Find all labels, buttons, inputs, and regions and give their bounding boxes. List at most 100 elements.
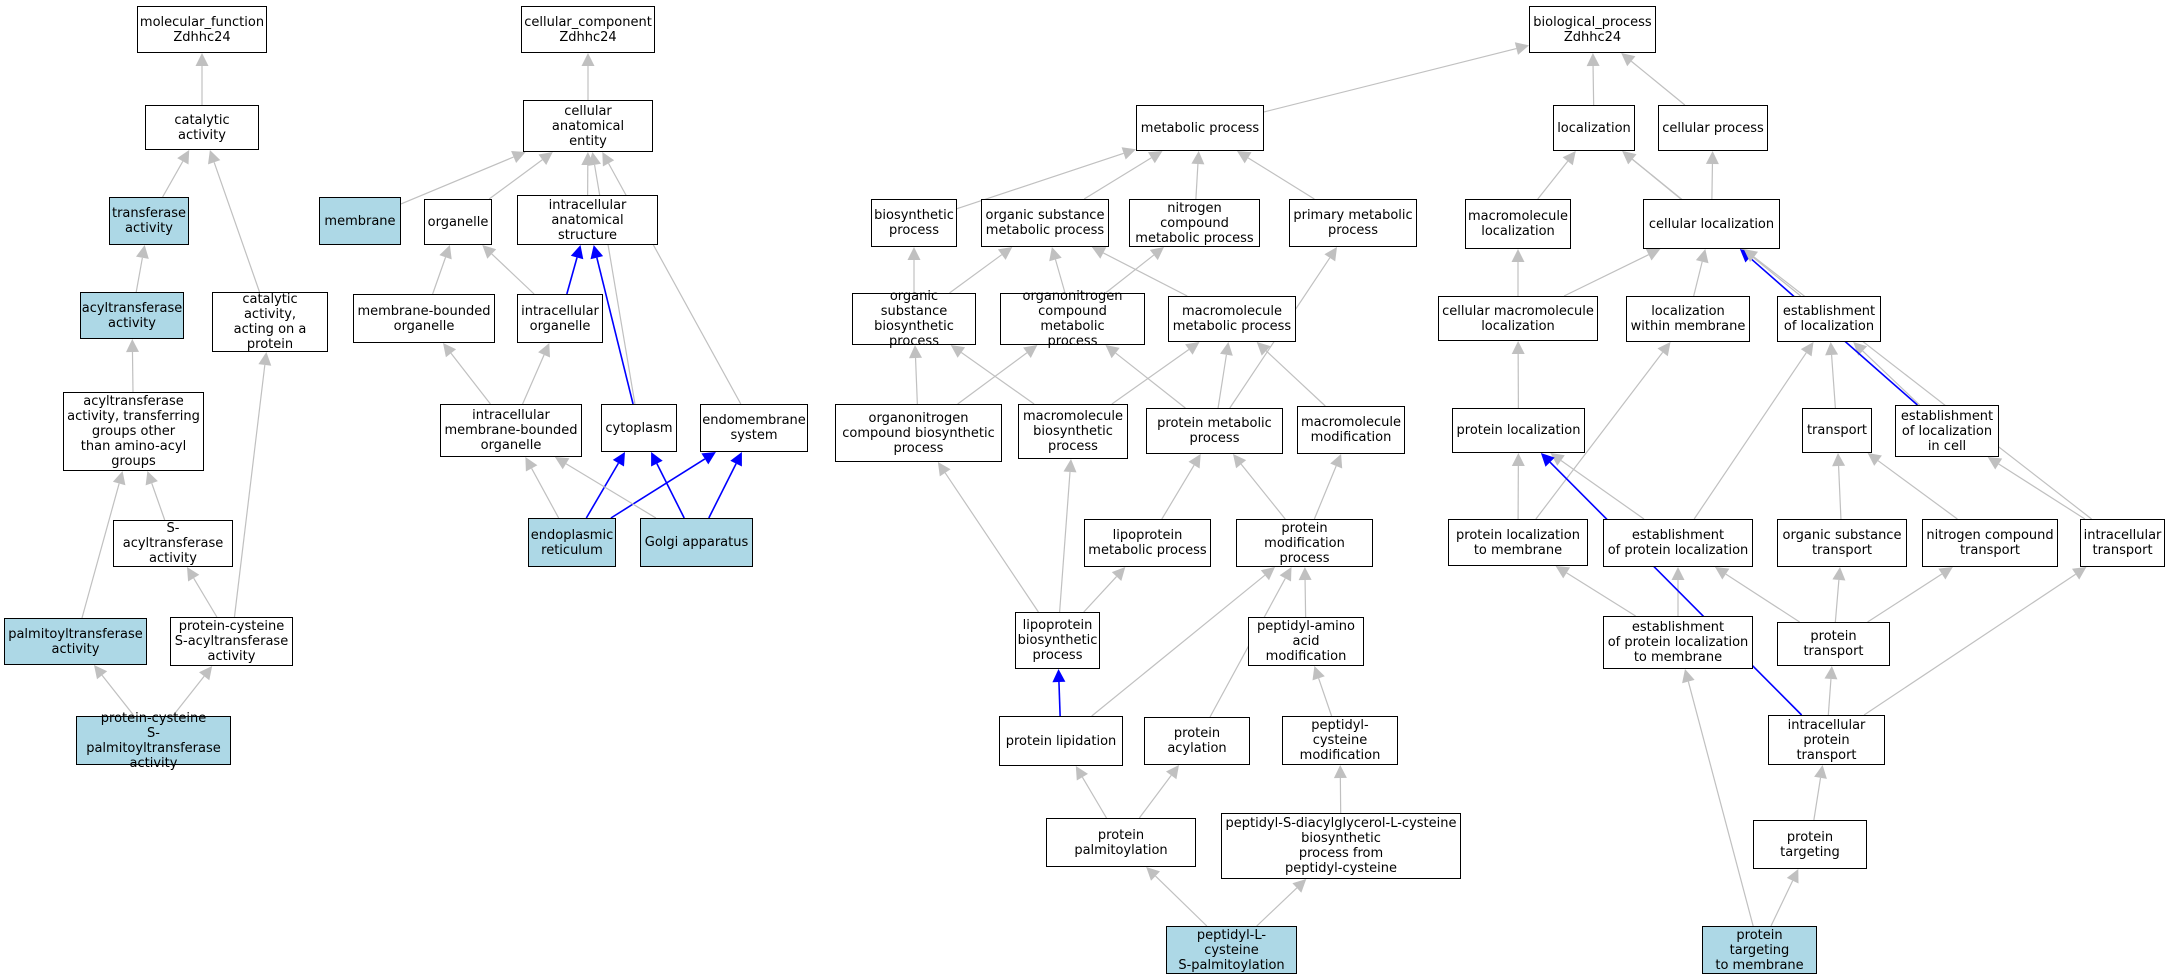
edge-pt-to-eopl <box>1725 573 1800 623</box>
node-organonitrogen-compound-biosynthetic-process[interactable]: organonitrogen compound biosynthetic pro… <box>835 404 1002 462</box>
node-localization[interactable]: localization <box>1553 105 1635 151</box>
node-intracellular-membrane-bounded-organelle[interactable]: intracellular membrane-bounded organelle <box>440 404 582 457</box>
node-acyltransferase-non-amino-acyl[interactable]: acyltransferase activity, transferring g… <box>63 392 204 471</box>
edge-pc_s_palm-to-pc_s_acyl <box>172 675 205 717</box>
arrowhead-imbo-to-mbo <box>443 343 457 358</box>
node-establishment-of-protein-localization[interactable]: establishment of protein localization <box>1603 519 1753 567</box>
node-membrane-bounded-organelle[interactable]: membrane-bounded organelle <box>353 294 495 343</box>
edge-lbp-to-ocbp <box>944 472 1039 613</box>
edge-pc_s_acyl-to-s_acyl <box>193 577 218 618</box>
node-protein-transport[interactable]: protein transport <box>1777 622 1890 666</box>
edge-plip-to-lbp <box>1058 681 1061 717</box>
node-cytoplasm[interactable]: cytoplasm <box>601 404 677 452</box>
node-cellular-anatomical-entity[interactable]: cellular anatomical entity <box>523 100 653 152</box>
arrowhead-eopl-to-ploc <box>1550 453 1565 466</box>
edge-lbp-to-lmp <box>1083 576 1117 613</box>
node-macromolecule-biosynthetic-process[interactable]: macromolecule biosynthetic process <box>1018 404 1128 459</box>
arrowhead-io-to-organelle <box>482 245 497 259</box>
node-protein-cysteine-s-palmitoyltransferase[interactable]: protein-cysteine S-palmitoyltransferase … <box>76 711 231 771</box>
arrowhead-cellular_process-to-bp <box>1621 53 1636 67</box>
node-molecular-function[interactable]: molecular_function Zdhhc24 <box>137 6 267 53</box>
node-protein-modification-process[interactable]: protein modification process <box>1236 519 1373 567</box>
node-organic-substance-biosynthetic-process[interactable]: organic substance biosynthetic process <box>852 289 976 349</box>
arrowhead-golgi-to-imbo <box>554 457 570 470</box>
node-protein-cysteine-s-acyltransferase[interactable]: protein-cysteine S-acyltransferase activ… <box>170 617 293 666</box>
node-lipoprotein-biosynthetic-process[interactable]: lipoprotein biosynthetic process <box>1015 612 1100 669</box>
node-organic-substance-metabolic-process[interactable]: organic substance metabolic process <box>981 199 1109 247</box>
edge-ipt-to-pt <box>1827 678 1832 716</box>
edge-mbp-to-osbp <box>961 352 1035 405</box>
node-primary-metabolic-process[interactable]: primary metabolic process <box>1289 199 1417 247</box>
node-metabolic-process[interactable]: metabolic process <box>1136 105 1264 151</box>
arrowhead-organelle-to-cae <box>538 152 553 165</box>
node-s-acyltransferase-activity[interactable]: S-acyltransferase activity <box>113 520 233 567</box>
node-intracellular-protein-transport[interactable]: intracellular protein transport <box>1768 715 1885 765</box>
node-protein-lipidation[interactable]: protein lipidation <box>999 716 1123 766</box>
node-localization-within-membrane[interactable]: localization within membrane <box>1626 296 1750 342</box>
node-intracellular-organelle[interactable]: intracellular organelle <box>517 294 603 343</box>
node-establishment-of-localization-in-cell[interactable]: establishment of localization in cell <box>1895 405 1999 457</box>
node-macromolecule-localization[interactable]: macromolecule localization <box>1465 199 1571 249</box>
node-cellular-macromolecule-localization[interactable]: cellular macromolecule localization <box>1438 296 1598 341</box>
node-organonitrogen-compound-metabolic-process[interactable]: organonitrogen compound metabolic proces… <box>1000 289 1145 349</box>
node-peptidyl-l-cysteine-s-palmitoylation[interactable]: peptidyl-L-cysteine S-palmitoylation <box>1166 926 1297 974</box>
node-intracellular-transport[interactable]: intracellular transport <box>2080 519 2165 567</box>
node-transport[interactable]: transport <box>1802 408 1872 453</box>
arrowhead-pltm-to-ploc <box>1511 453 1525 466</box>
edge-ncmp-to-metabolic <box>1195 163 1199 200</box>
node-protein-localization[interactable]: protein localization <box>1452 408 1585 453</box>
node-peptidyl-amino-acid-modification[interactable]: peptidyl-amino acid modification <box>1248 617 1364 666</box>
arrowhead-pt-to-eopl <box>1715 567 1730 580</box>
node-protein-localization-to-membrane[interactable]: protein localization to membrane <box>1448 519 1588 566</box>
node-protein-palmitoylation[interactable]: protein palmitoylation <box>1046 818 1196 867</box>
node-organelle[interactable]: organelle <box>424 199 492 245</box>
node-biosynthetic-process[interactable]: biosynthetic process <box>871 199 957 247</box>
node-membrane[interactable]: membrane <box>319 197 401 245</box>
node-endomembrane-system[interactable]: endomembrane system <box>700 404 808 452</box>
node-macromolecule-metabolic-process[interactable]: macromolecule metabolic process <box>1168 296 1296 342</box>
node-endoplasmic-reticulum[interactable]: endoplasmic reticulum <box>528 518 616 567</box>
node-transferase-activity[interactable]: transferase activity <box>109 197 189 245</box>
node-cellular-component[interactable]: cellular_component Zdhhc24 <box>521 6 655 53</box>
node-cellular-process[interactable]: cellular process <box>1658 105 1768 151</box>
arrowhead-endomembrane-to-cae <box>602 152 615 167</box>
node-catalytic-activity[interactable]: catalytic activity <box>145 105 259 150</box>
node-nitrogen-compound-metabolic-process[interactable]: nitrogen compound metabolic process <box>1129 199 1260 247</box>
arrowhead-metabolic-to-bp <box>1514 42 1529 55</box>
arrowhead-golgi-to-endomembrane <box>730 452 742 467</box>
edge-mloc-to-localization <box>1537 160 1569 200</box>
arrowhead-protmp-to-ocmp <box>1105 345 1120 359</box>
node-macromolecule-modification[interactable]: macromolecule modification <box>1297 406 1405 454</box>
arrowhead-cloc-to-cellular_process <box>1705 151 1719 165</box>
node-protein-targeting-to-membrane[interactable]: protein targeting to membrane <box>1702 926 1817 974</box>
node-golgi-apparatus[interactable]: Golgi apparatus <box>640 518 753 567</box>
node-establishment-of-protein-localization-to-membrane[interactable]: establishment of protein localization to… <box>1603 616 1753 669</box>
arrowhead-ipt-to-pt <box>1824 666 1838 680</box>
arrowhead-mloc-to-localization <box>1562 151 1576 166</box>
edge-pmp-to-metabolic <box>1247 157 1315 200</box>
arrowhead-eolc-to-eol <box>1853 342 1868 356</box>
node-palmitoyltransferase-activity[interactable]: palmitoyltransferase activity <box>4 618 147 665</box>
node-nitrogen-compound-transport[interactable]: nitrogen compound transport <box>1922 519 2058 567</box>
arrowhead-plip-to-lbp <box>1052 669 1066 683</box>
node-biological-process[interactable]: biological_process Zdhhc24 <box>1529 6 1656 53</box>
node-organic-substance-transport[interactable]: organic substance transport <box>1777 519 1907 567</box>
edge-pltm-to-lwm <box>1535 351 1664 520</box>
arrowhead-ocmp-to-ncmp <box>1149 247 1164 261</box>
arrowhead-plip-to-pmodp <box>1260 567 1275 581</box>
node-peptidyl-cysteine-modification[interactable]: peptidyl-cysteine modification <box>1282 716 1398 765</box>
node-catalytic-activity-acting-on-protein[interactable]: catalytic activity, acting on a protein <box>212 292 328 352</box>
node-protein-acylation[interactable]: protein acylation <box>1144 717 1250 765</box>
node-lipoprotein-metabolic-process[interactable]: lipoprotein metabolic process <box>1084 519 1211 567</box>
arrowhead-ppalm-to-plip <box>1075 766 1088 781</box>
node-cellular-localization[interactable]: cellular localization <box>1643 199 1780 249</box>
edge-membrane-to-cae <box>400 156 514 205</box>
arrowhead-acyl_non_amino-to-acyltransferase <box>126 339 139 353</box>
node-establishment-of-localization[interactable]: establishment of localization <box>1777 296 1881 342</box>
node-protein-metabolic-process[interactable]: protein metabolic process <box>1146 408 1283 454</box>
node-intracellular-anatomical-structure[interactable]: intracellular anatomical structure <box>517 195 658 245</box>
node-acyltransferase-activity[interactable]: acyltransferase activity <box>80 292 184 339</box>
node-peptidyl-s-diacylglycerol-l-cysteine-biosynthetic[interactable]: peptidyl-S-diacylglycerol-L-cysteine bio… <box>1221 813 1461 879</box>
node-protein-targeting[interactable]: protein targeting <box>1753 820 1867 869</box>
